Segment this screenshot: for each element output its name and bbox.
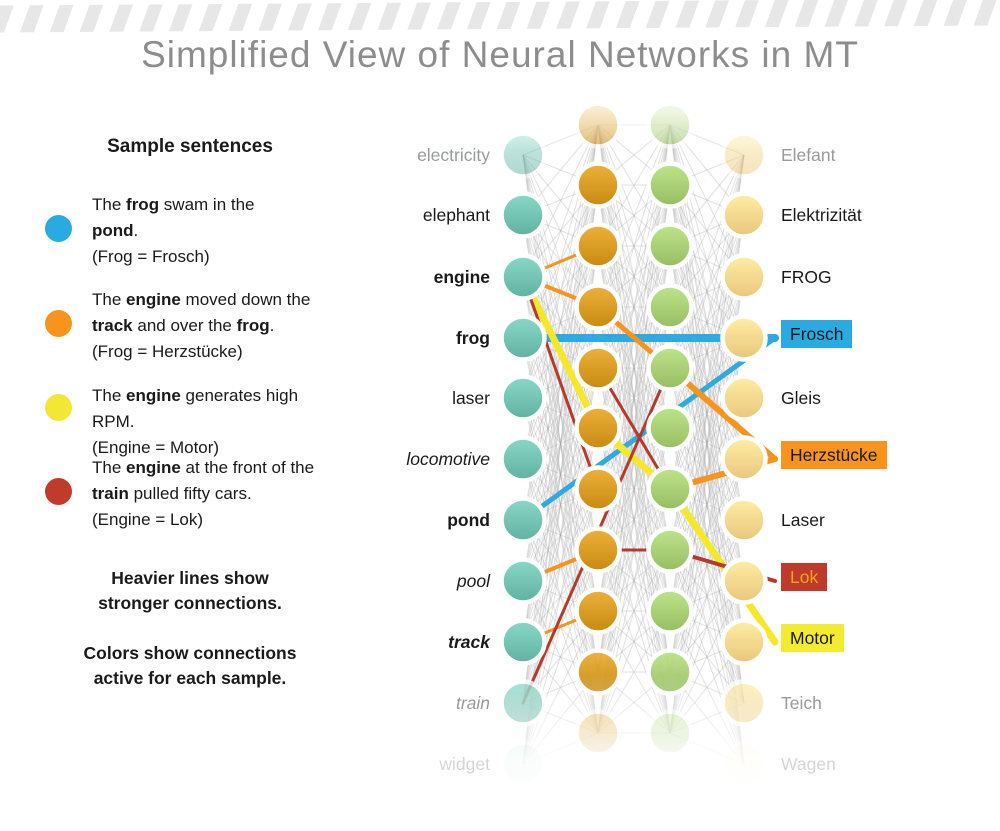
- hidden2-node: [646, 465, 694, 513]
- source-word-label: engine: [433, 267, 490, 287]
- hidden1-node: [574, 526, 622, 574]
- hidden1-node: [574, 404, 622, 452]
- output-node: [720, 131, 768, 179]
- red-sample-dot-icon: [45, 478, 72, 505]
- source-word-label: train: [455, 693, 490, 713]
- legend-item: The engine generates high RPM.(Engine = …: [40, 383, 340, 461]
- output-node: [720, 740, 768, 788]
- input-node: [499, 374, 547, 422]
- highlighted-translation: Motor: [781, 624, 844, 652]
- blue-sample-dot-icon: [45, 215, 72, 242]
- input-node: [499, 740, 547, 788]
- highlighted-translation: Lok: [781, 563, 828, 591]
- output-node: [720, 435, 768, 483]
- output-node: [720, 191, 768, 239]
- hidden2-node: [646, 404, 694, 452]
- target-word-label: Frosch: [781, 320, 853, 348]
- source-word-label: locomotive: [406, 449, 490, 469]
- highlighted-translation: Herzstücke: [781, 441, 887, 469]
- hidden2-node: [646, 526, 694, 574]
- input-node: [499, 131, 547, 179]
- hidden1-node: [574, 587, 622, 635]
- source-word-label: frog: [455, 328, 490, 348]
- input-node: [499, 557, 547, 605]
- output-node: [720, 679, 768, 727]
- source-word-label: elephant: [422, 205, 490, 225]
- hidden2-node: [646, 222, 694, 270]
- input-node: [499, 435, 547, 483]
- hidden2-node: [646, 161, 694, 209]
- source-word-label: pond: [447, 510, 490, 530]
- page-title: Simplified View of Neural Networks in MT: [141, 34, 859, 75]
- hidden1-node: [574, 222, 622, 270]
- target-word-label: Teich: [781, 693, 822, 713]
- yellow-sample-dot-icon: [45, 394, 72, 421]
- target-word-label: Lok: [781, 563, 828, 591]
- source-word-label: widget: [439, 754, 490, 774]
- source-word-label: pool: [456, 571, 490, 591]
- highlighted-translation: Frosch: [781, 320, 853, 348]
- hidden2-node: [646, 344, 694, 392]
- legend-heading: Sample sentences: [107, 136, 273, 157]
- output-node: [720, 496, 768, 544]
- hidden2-node: [646, 101, 694, 149]
- target-word-label: Elefant: [781, 145, 836, 165]
- hidden2-node: [646, 709, 694, 757]
- target-word-label: FROG: [781, 267, 832, 287]
- hidden1-node: [574, 465, 622, 513]
- input-node: [499, 679, 547, 727]
- hidden1-node: [574, 648, 622, 696]
- input-node: [499, 618, 547, 666]
- hidden1-node: [574, 344, 622, 392]
- input-node: [499, 253, 547, 301]
- target-word-label: Elektrizität: [781, 205, 862, 225]
- active-connection: [521, 275, 600, 491]
- source-word-label: laser: [452, 388, 490, 408]
- output-node: [720, 314, 768, 362]
- hidden1-node: [574, 101, 622, 149]
- input-node: [499, 314, 547, 362]
- target-word-label: Gleis: [781, 388, 821, 408]
- orange-sample-dot-icon: [45, 310, 72, 337]
- output-node: [720, 253, 768, 301]
- hidden1-node: [574, 161, 622, 209]
- hidden2-node: [646, 283, 694, 331]
- hidden1-node: [574, 283, 622, 331]
- active-connection: [519, 273, 602, 432]
- output-node: [720, 557, 768, 605]
- target-word-label: Laser: [781, 510, 825, 530]
- hidden2-node: [646, 587, 694, 635]
- target-word-label: Wagen: [781, 754, 836, 774]
- source-word-label: electricity: [417, 145, 490, 165]
- target-word-label: Herzstücke: [781, 441, 887, 469]
- output-node: [720, 374, 768, 422]
- legend-sentence: The engine generates high RPM.(Engine = …: [92, 386, 299, 457]
- hidden2-node: [646, 648, 694, 696]
- input-node: [499, 191, 547, 239]
- output-node: [720, 618, 768, 666]
- input-node: [499, 496, 547, 544]
- target-word-label: Motor: [781, 624, 844, 652]
- source-word-label: track: [448, 632, 490, 652]
- hidden1-node: [574, 709, 622, 757]
